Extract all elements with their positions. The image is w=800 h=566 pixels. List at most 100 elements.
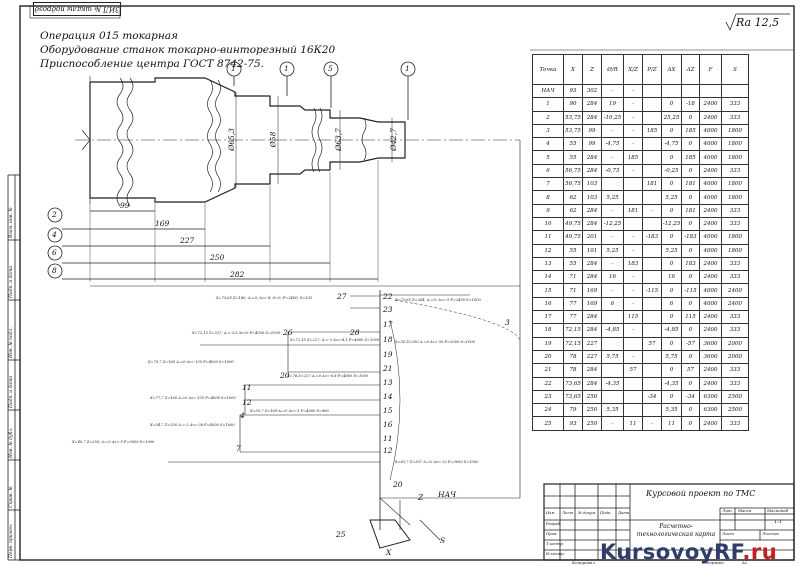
point-number: 20 bbox=[280, 371, 290, 380]
table-cell: 2400 bbox=[699, 270, 722, 285]
corner-stamp: ЗИЛ № шкалы подрозд bbox=[33, 2, 121, 16]
table-cell: 93 bbox=[563, 83, 583, 99]
table-cell: – bbox=[623, 323, 643, 338]
table-cell: 56,75 bbox=[563, 163, 583, 179]
table-cell: 0 bbox=[661, 389, 682, 405]
table-cell: 0 bbox=[681, 216, 700, 232]
callout: X=54,7 Z=250 Δₓ=-2 Δz=-26 F=4000 S=1000 bbox=[150, 423, 235, 427]
callout: X=72,15 Z=227; Δₓ=-3,5 Δz=0 F=4500 S=100… bbox=[192, 331, 281, 335]
circle-label-left: 6 bbox=[52, 248, 57, 257]
table-cell: – bbox=[623, 349, 643, 365]
table-cell: 0 bbox=[681, 110, 700, 125]
table-cell: 19 bbox=[532, 336, 564, 351]
table-cell: 62 bbox=[563, 203, 583, 218]
table-cell: 284 bbox=[582, 363, 602, 378]
table-cell: 2400 bbox=[699, 310, 722, 325]
table-cell: – bbox=[623, 123, 643, 139]
table-cell: 4000 bbox=[699, 137, 722, 152]
table-cell bbox=[642, 243, 662, 258]
col-header: Изм. bbox=[546, 510, 556, 515]
footer-left: Копировал bbox=[572, 560, 595, 565]
table-cell bbox=[661, 83, 682, 99]
table-cell: 284 bbox=[582, 163, 602, 179]
point-number: 13 bbox=[383, 378, 393, 387]
table-cell: -10,25 bbox=[601, 110, 624, 125]
table-cell: 250 bbox=[582, 403, 602, 418]
table-cell: 49,75 bbox=[563, 216, 583, 232]
table-cell bbox=[642, 83, 662, 99]
table-cell: 1800 bbox=[721, 150, 749, 165]
point-number: 19 bbox=[383, 350, 393, 359]
table-cell: 284 bbox=[582, 323, 602, 338]
axis-label-s: S bbox=[440, 536, 446, 545]
table-cell: -4,85 bbox=[661, 323, 682, 338]
table-cell: 0 bbox=[681, 163, 700, 179]
point-number: 21 bbox=[383, 364, 393, 373]
equipment-label: Оборудование станок токарно-винторезный … bbox=[40, 44, 336, 56]
table-cell: 2400 bbox=[699, 323, 722, 338]
diameter-label: Ø63,7 bbox=[333, 128, 343, 151]
col-header: Подп. bbox=[600, 510, 612, 515]
table-cell: 1800 bbox=[721, 230, 749, 245]
table-cell: 2500 bbox=[721, 403, 749, 418]
table-header: Ø/R bbox=[601, 54, 624, 85]
col-header: Лист bbox=[562, 510, 574, 515]
table-cell: 73,65 bbox=[563, 389, 583, 405]
table-cell: 8 bbox=[532, 190, 564, 205]
table-cell: 2000 bbox=[721, 336, 749, 351]
table-header: ΔZ bbox=[681, 54, 700, 85]
table-cell: – bbox=[623, 137, 643, 152]
table-cell bbox=[699, 83, 722, 99]
point-number: 17 bbox=[383, 320, 393, 329]
table-cell: 333 bbox=[721, 310, 749, 325]
table-cell: 0 bbox=[681, 270, 700, 285]
table-cell: 185 bbox=[623, 150, 643, 165]
table-cell: 2000 bbox=[721, 349, 749, 365]
table-cell: 101 bbox=[582, 243, 602, 258]
table-cell bbox=[642, 323, 662, 338]
table-cell: 1 bbox=[532, 97, 564, 112]
table-cell: 0 bbox=[661, 363, 682, 378]
table-header: Z bbox=[582, 54, 602, 85]
table-cell: 4000 bbox=[699, 123, 722, 139]
table-cell: 2 bbox=[532, 110, 564, 125]
table-cell bbox=[642, 137, 662, 152]
table-cell: – bbox=[601, 123, 624, 139]
table-cell bbox=[601, 389, 624, 405]
point-number: 12 bbox=[383, 446, 393, 455]
table-cell: 4000 bbox=[699, 190, 722, 205]
table-cell: 11 bbox=[623, 416, 643, 431]
table-cell: 2400 bbox=[721, 296, 749, 312]
table-cell: 73,65 bbox=[563, 376, 583, 391]
side-label: Перв. примен. bbox=[9, 523, 14, 558]
table-header: S bbox=[721, 54, 749, 85]
table-cell: 250 bbox=[582, 389, 602, 405]
table-cell: 103 bbox=[582, 190, 602, 205]
table-cell bbox=[642, 190, 662, 205]
table-cell: 57 bbox=[681, 363, 700, 378]
table-cell: 4000 bbox=[699, 243, 722, 258]
side-label: Инв. № подл. bbox=[9, 327, 14, 358]
table-cell: – bbox=[601, 83, 624, 99]
table-cell: – bbox=[601, 203, 624, 218]
table-cell: – bbox=[601, 230, 624, 245]
table-cell: 79 bbox=[563, 403, 583, 418]
callout: X=63,7 Z=307 Δₓ=0 Δz=-22 F=3000 S=1000 bbox=[395, 460, 479, 464]
table-cell: 2400 bbox=[699, 203, 722, 218]
table-cell: -115 bbox=[642, 283, 662, 298]
table-cell bbox=[642, 270, 662, 285]
table-cell: 7 bbox=[532, 177, 564, 192]
table-cell: 333 bbox=[721, 363, 749, 378]
table-cell: 25,25 bbox=[661, 110, 682, 125]
project-title: Курсовой проект по ТМС bbox=[646, 489, 756, 498]
table-cell: 1800 bbox=[721, 243, 749, 258]
table-cell bbox=[623, 190, 643, 205]
table-cell: -18 bbox=[681, 97, 700, 112]
table-cell bbox=[623, 336, 643, 351]
table-cell: 19 bbox=[601, 97, 624, 112]
